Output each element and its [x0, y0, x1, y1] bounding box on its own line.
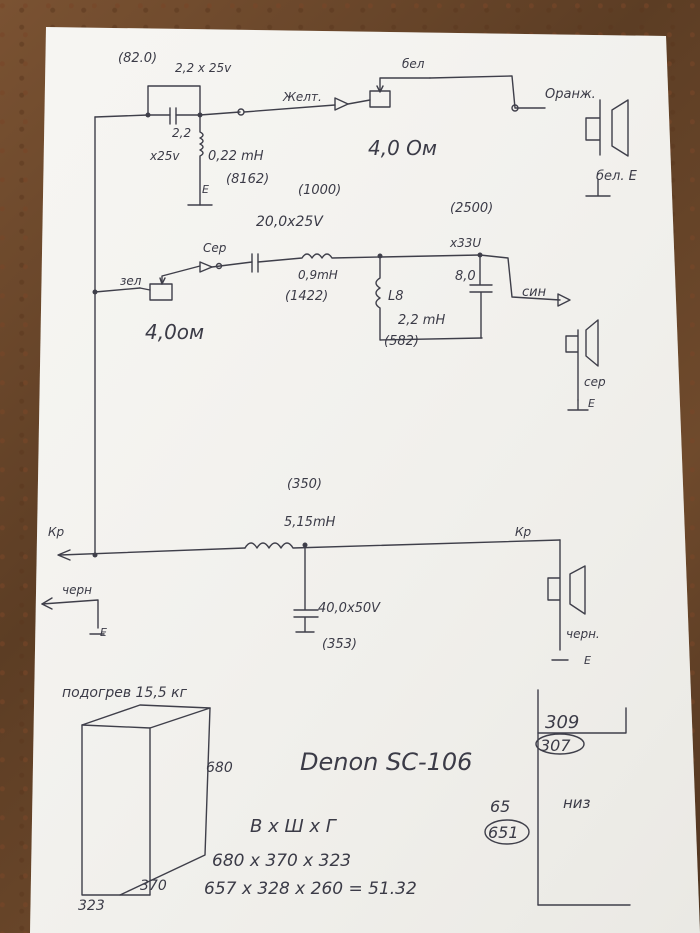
mid-cap-note: (1000) — [298, 183, 341, 198]
mid-wire-color: Сер — [203, 241, 227, 255]
tweeter-inductor-label: 0,22 mH — [208, 149, 264, 164]
tweeter-pot-wire: бел — [402, 57, 425, 71]
panel-top-circled: 307 — [540, 736, 571, 755]
tweeter-impedance: 4,0 Ом — [368, 136, 437, 160]
mid-inductor2-note: (582) — [384, 334, 419, 349]
panel-side-circled: 651 — [488, 823, 519, 842]
tweeter-wire-color: Желт. — [282, 90, 322, 104]
cabinet-height: 680 — [206, 760, 233, 776]
mid-cap-value: 20,0x25V — [256, 214, 324, 230]
tweeter-inductor-note: (8162) — [226, 172, 269, 187]
tweeter-ground-label: E — [202, 183, 209, 196]
mid-impedance: 4,0ом — [145, 320, 204, 344]
tweeter-cap-note: (82.0) — [118, 51, 157, 66]
mid-inductor2-value: 2,2 mH — [398, 313, 445, 328]
mid-inductor-label: 0,9mH — [298, 268, 338, 282]
woofer-cap-note: (353) — [322, 637, 357, 652]
woofer-input-ground-e: E — [100, 626, 107, 639]
cabinet-depth: 323 — [78, 898, 105, 914]
tweeter-circuit — [94, 75, 629, 556]
speaker-model-title: Denon SC-106 — [300, 748, 472, 776]
woofer-speaker-ground: черн. — [566, 627, 600, 641]
panel-side-value: 65 — [490, 797, 510, 816]
woofer-circuit — [41, 539, 586, 661]
cabinet-width: 370 — [140, 878, 167, 894]
dims-header: В х Ш х Г — [250, 816, 338, 837]
dims-inner: 657 х 328 х 260 = 51.32 — [204, 879, 417, 899]
mid-pot-wire: зел — [120, 274, 142, 288]
tweeter-speaker-ground: бел. E — [596, 169, 638, 184]
panel-sketch — [484, 689, 631, 906]
dims-outer: 680 х 370 х 323 — [212, 851, 351, 871]
mid-ground: E — [588, 397, 595, 410]
woofer-cap-value: 40,0x50V — [318, 601, 381, 616]
tweeter-cap-side-label: 2,2 — [172, 126, 191, 140]
cabinet-sketch — [81, 704, 211, 896]
woofer-input-label: Кр — [48, 525, 65, 539]
mid-cap2-note: (2500) — [450, 201, 493, 216]
tweeter-cap-top-label: 2,2 x 25v — [175, 61, 232, 75]
cabinet-weight: подогрев 15,5 кг — [62, 685, 188, 701]
panel-top-value: 309 — [545, 712, 579, 733]
panel-label: низ — [563, 794, 591, 812]
mid-speaker-wire: син — [522, 285, 547, 300]
woofer-speaker-ground-e: E — [584, 654, 591, 667]
woofer-input-ground-label: черн — [62, 583, 92, 597]
mid-cap2-value: x33U — [449, 236, 481, 250]
mid-inductor-note: (1422) — [285, 289, 328, 304]
woofer-inductor-value: 5,15mH — [284, 515, 336, 530]
mid-circuit — [92, 252, 599, 411]
tweeter-cap-voltage-label: x25v — [149, 149, 180, 163]
paper-shade — [30, 27, 700, 933]
woofer-inductor-note: (350) — [287, 477, 322, 492]
mid-cap2-value2: 8,0 — [455, 269, 476, 284]
woofer-speaker-wire: Кр — [515, 525, 532, 539]
mid-inductor2-label: L8 — [388, 289, 404, 304]
mid-speaker-ground: сер — [584, 375, 606, 389]
tweeter-speaker-wire: Оранж. — [545, 87, 596, 102]
